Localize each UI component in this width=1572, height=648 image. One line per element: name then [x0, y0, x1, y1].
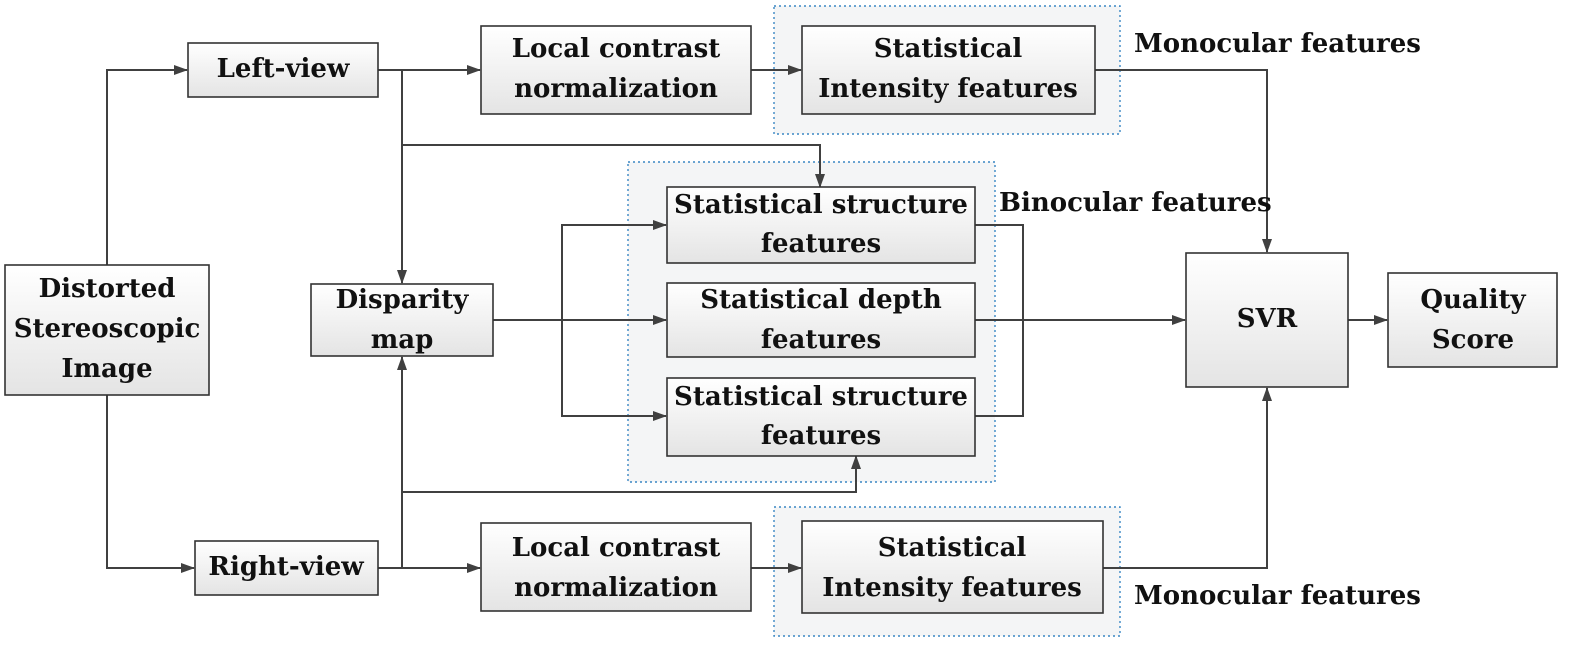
node-left-view-label: Left-view	[217, 54, 350, 84]
arrow-right-to-structure-bottom	[402, 455, 861, 493]
node-lcn-top-line-2: normalization	[514, 74, 718, 104]
node-left-view: Left-view	[187, 42, 379, 98]
node-disparity-map: Disparity map	[310, 283, 494, 357]
node-depth-line-2: features	[761, 325, 881, 355]
node-intensity-bottom-line-1: Statistical	[878, 533, 1027, 563]
node-depth-line-1: Statistical depth	[700, 285, 942, 315]
arrow-image-to-left-view	[106, 65, 188, 265]
node-svr: SVR	[1185, 252, 1349, 388]
node-distorted-image-line-3: Image	[61, 354, 152, 384]
connectors	[106, 65, 1388, 573]
arrow-intensity-bottom-to-svr	[1103, 387, 1272, 569]
node-lcn-top-line-1: Local contrast	[512, 34, 721, 64]
label-monocular-bottom: Monocular features	[1134, 581, 1421, 611]
node-distorted-image-line-2: Stereoscopic	[14, 314, 201, 344]
node-right-view: Right-view	[194, 540, 379, 596]
arrow-image-to-right-view	[106, 395, 195, 573]
node-intensity-top-line-2: Intensity features	[818, 74, 1078, 104]
node-structure-top-line-2: features	[761, 229, 881, 259]
arrow-disparity-to-structure-top	[561, 220, 667, 320]
label-monocular-top: Monocular features	[1134, 29, 1421, 59]
node-intensity-bottom: Statistical Intensity features	[801, 520, 1104, 614]
label-binocular: Binocular features	[999, 188, 1272, 218]
node-structure-top: Statistical structure features	[666, 186, 976, 264]
node-right-view-label: Right-view	[208, 552, 364, 582]
node-lcn-top: Local contrast normalization	[480, 25, 752, 115]
node-lcn-bottom-line-2: normalization	[514, 573, 718, 603]
node-intensity-top-line-1: Statistical	[874, 34, 1023, 64]
node-structure-bottom-line-1: Statistical structure	[674, 382, 968, 412]
node-quality-score-line-1: Quality	[1420, 285, 1526, 315]
node-intensity-bottom-line-2: Intensity features	[822, 573, 1082, 603]
node-depth: Statistical depth features	[666, 282, 976, 358]
node-lcn-bottom-line-1: Local contrast	[512, 533, 721, 563]
node-structure-top-line-1: Statistical structure	[674, 190, 968, 220]
arrow-intensity-top-to-svr	[1095, 69, 1272, 253]
arrow-disparity-to-structure-bottom	[561, 320, 667, 421]
node-disparity-map-line-2: map	[371, 325, 434, 355]
arrow-left-to-structure-top	[402, 144, 825, 188]
node-lcn-bottom: Local contrast normalization	[480, 522, 752, 612]
node-quality-score: Quality Score	[1387, 272, 1558, 368]
node-structure-bottom-line-2: features	[761, 421, 881, 451]
node-structure-bottom: Statistical structure features	[666, 377, 976, 457]
node-distorted-image: Distorted Stereoscopic Image	[4, 264, 210, 396]
node-disparity-map-line-1: Disparity	[336, 285, 470, 315]
node-svr-label: SVR	[1237, 304, 1298, 334]
node-intensity-top: Statistical Intensity features	[801, 25, 1096, 115]
node-distorted-image-line-1: Distorted	[39, 274, 176, 304]
node-quality-score-line-2: Score	[1432, 325, 1514, 355]
